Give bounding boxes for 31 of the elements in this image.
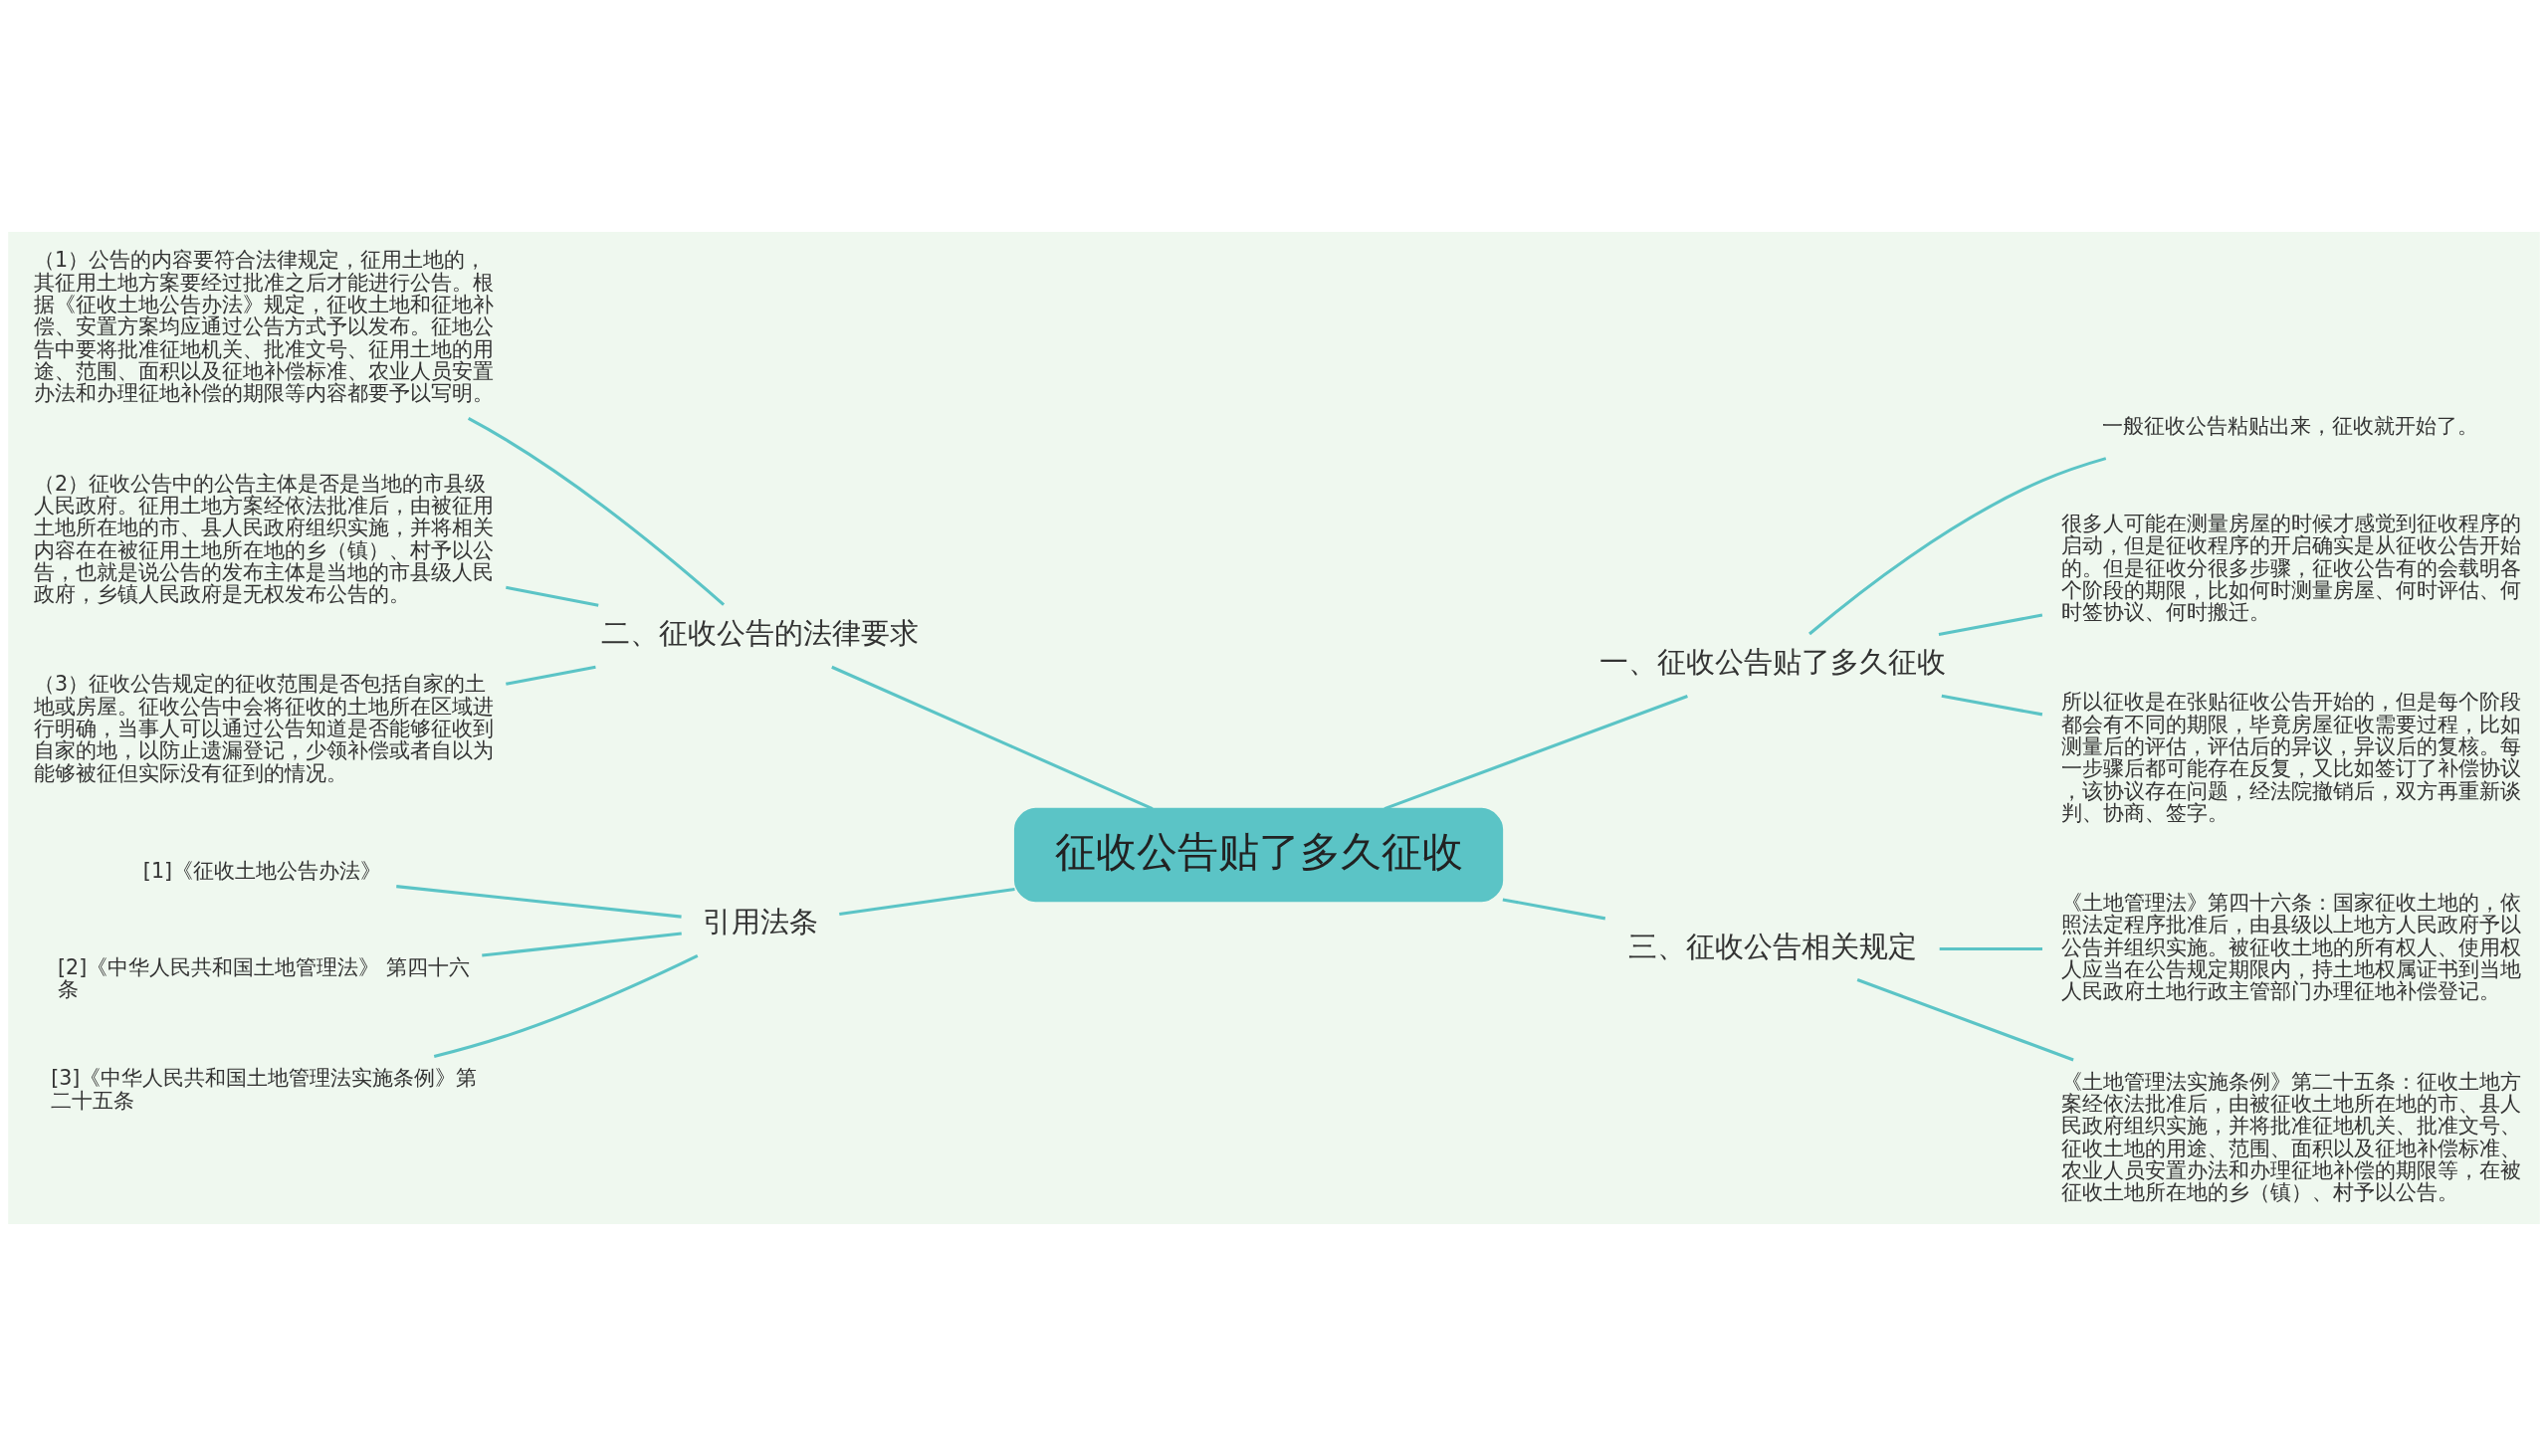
node-text: （2）征收公告中的公告主体是否是当地的市县级人民政府。征用土地方案经依法批准后，由被征用土地所在地的市、县人民政府组织实施，并将相关内容在在被征用土地所在地的乡（镇）、村予以公告，也就是说公告的发布主体是当地的市县级人民政府，乡镇人民政府是无权发布公告的。 — [33, 471, 494, 607]
node-text: 《土地管理法实施条例》第二十五条：征收土地方案经依法批准后，由被征收土地所在地的市、县人民政府组织实施，并将批准征地机关、批准文号、征收土地的用途、范围、面积以及征地补偿标准、农业人员安置办法和办理征地补偿的期限等，在被征收土地所在地的乡（镇）、村予以公告。 — [2060, 1069, 2521, 1205]
node-text: 所以征收是在张贴征收公告开始的，但是每个阶段都会有不同的期限，毕竟房屋征收需要过程，比如测量后的评估，评估后的异议，异议后的复核。每一步骤后都可能存在反复，又比如签订了补偿协议，该协议存在问题，经法院撤销后，双方再重新谈判、协商、签字。 — [2060, 690, 2521, 825]
connector — [1808, 457, 2107, 636]
node-text: （1）公告的内容要符合法律规定，征用土地的，其征用土地方案要经过批准之后才能进行公告。根据《征收土地公告办法》规定，征收土地和征地补偿、安置方案均应通过公告方式予以发布。征地公告中要将批准征地机关、批准文号、征用土地的用途、范围、面积以及征地补偿标准、农业人员安置办法和办理征地补偿的期限等内容都要予以写明。 — [33, 248, 494, 406]
node-text: 一般征收公告粘贴出来，征收就开始了。 — [2102, 413, 2479, 438]
node-text: 《土地管理法》第四十六条：国家征收土地的，依照法定程序批准后，由县级以上地方人民政府予以公告并组织实施。被征收土地的所有权人、使用权人应当在公告规定期限内，持土地权属证书到当地人民政府土地行政主管部门办理征地补偿登记。 — [2060, 891, 2521, 1004]
node-text: [1]《征收土地公告办法》 — [142, 858, 382, 883]
connector — [482, 932, 682, 957]
node-text: 引用法条 — [702, 905, 818, 939]
node-text: [2]《中华人民共和国土地管理法》 第四十六条 — [58, 954, 470, 1001]
connector — [839, 887, 1015, 916]
connector — [1502, 898, 1606, 921]
node-text: （3）征收公告规定的征收范围是否包括自家的土地或房屋。征收公告中会将征收的土地所在区域进行明确，当事人可以通过公告知道是否能够征收到自家的地，以防止遗漏登记，少领补偿或者自以为能够被征但实际没有征到的情况。 — [33, 672, 494, 785]
node-text: 很多人可能在测量房屋的时候才感觉到征收程序的启动，但是征收程序的开启确实是从征收公告开始的。但是征收分很多步骤，征收公告有的会载明各个阶段的期限，比如何时测量房屋、何时评估、何时签协议、何时搬迁。 — [2060, 511, 2521, 625]
connector — [467, 417, 726, 606]
connector — [1939, 946, 2042, 951]
connector — [1941, 694, 2043, 717]
node-text: 二、征收公告的法律要求 — [601, 616, 920, 651]
node-text: 一、征收公告贴了多久征收 — [1598, 645, 1946, 680]
connector — [506, 585, 599, 607]
connector — [506, 665, 596, 686]
node-box: 征收公告贴了多久征收 — [1013, 807, 1504, 903]
connector — [1383, 695, 1688, 811]
connector — [433, 954, 699, 1059]
connector — [396, 885, 682, 919]
node-text: [3]《中华人民共和国土地管理法实施条例》第二十五条 — [51, 1066, 478, 1113]
connector — [1938, 613, 2043, 636]
connector — [1856, 978, 2074, 1062]
node-text: 三、征收公告相关规定 — [1627, 929, 1917, 963]
connector — [831, 665, 1154, 811]
